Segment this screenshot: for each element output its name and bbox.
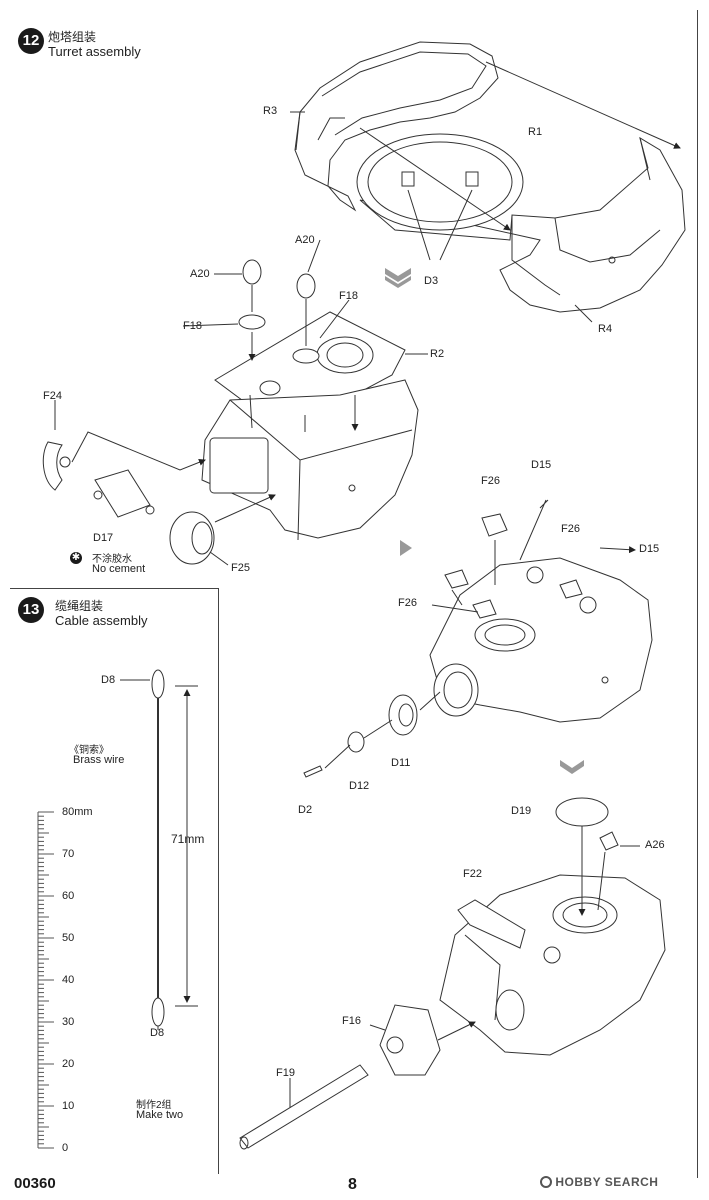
part-d17 [93, 469, 155, 518]
no-cement-en: No cement [92, 563, 146, 575]
part-f16 [379, 1004, 441, 1076]
part-label-d3: D3 [424, 275, 439, 287]
cable-length-label: 71mm [171, 832, 205, 846]
part-f24 [42, 441, 71, 491]
turret-body-step12 [201, 311, 419, 541]
part-f25 [169, 511, 215, 565]
part-label-d19: D19 [511, 805, 532, 817]
part-label-f18-right: F18 [339, 290, 358, 302]
part-label-d11: D11 [391, 757, 411, 769]
step-12-badge: 12 [18, 28, 44, 54]
part-label-r3: R3 [263, 105, 278, 117]
watermark-text: HOBBY SEARCH [555, 1174, 659, 1189]
part-label-a26: A26 [645, 839, 665, 851]
part-label-f26-left: F26 [398, 597, 417, 609]
step-13-number: 13 [22, 601, 40, 618]
part-label-r4: R4 [598, 323, 613, 335]
brass-wire-en: Brass wire [73, 754, 125, 766]
part-label-a20-right: A20 [295, 234, 315, 246]
page-right-rule [697, 10, 698, 1178]
part-label-r1: R1 [528, 126, 543, 138]
ruler-label-20: 20 [62, 1058, 75, 1070]
part-label-d15-top: D15 [531, 459, 552, 471]
part-d19 [555, 797, 609, 827]
step-12-number: 12 [22, 32, 40, 49]
turret-hatch-a20 [238, 259, 320, 364]
brass-wire-cn: 《铜索》 [69, 745, 109, 756]
turret-body-bottom [439, 874, 666, 1056]
watermark-logo: HOBBY SEARCH [540, 1174, 658, 1189]
step-13-title-en: Cable assembly [55, 613, 148, 628]
part-label-f26-top: F26 [481, 475, 500, 487]
part-label-d2: D2 [298, 804, 313, 816]
product-code: 00360 [14, 1175, 56, 1192]
cable-top-part-label: D8 [101, 674, 116, 686]
step-13-badge: 13 [18, 597, 44, 623]
part-label-f19: F19 [276, 1067, 295, 1079]
turret-shell-r3 [294, 41, 499, 212]
make-two-en: Make two [136, 1109, 184, 1121]
make-two-cn: 制作2组 [136, 1100, 172, 1111]
part-label-d15-right: D15 [639, 543, 660, 555]
step-13-box [10, 588, 219, 1174]
part-label-f24: F24 [43, 390, 62, 402]
turret-ring-r1 [356, 133, 524, 231]
part-label-d12: D12 [349, 780, 370, 792]
part-label-f16: F16 [342, 1015, 361, 1027]
part-label-a20-left: A20 [190, 268, 210, 280]
step-12-title-cn: 炮塔组装 [48, 30, 97, 44]
no-cement-cn: 不涂胶水 [92, 554, 132, 565]
direction-arrows [385, 268, 584, 774]
ruler-label-30: 30 [62, 1016, 75, 1028]
part-label-r2: R2 [430, 348, 445, 360]
part-label-f25: F25 [231, 562, 250, 574]
page-number: 8 [348, 1176, 357, 1193]
watermark-icon [540, 1175, 552, 1188]
turret-body-mid [429, 557, 653, 723]
part-d11 [388, 694, 418, 736]
ruler-label-80: 80mm [62, 806, 93, 818]
ruler-label-60: 60 [62, 890, 75, 902]
part-label-f18-left: F18 [183, 320, 202, 332]
ruler-label-70: 70 [62, 848, 75, 860]
ruler-label-50: 50 [62, 932, 75, 944]
ruler-label-40: 40 [62, 974, 75, 986]
no-cement-icon: ✱ [70, 552, 82, 564]
part-d12 [347, 731, 365, 753]
cable-bottom-part-label: D8 [150, 1027, 165, 1039]
part-label-f22: F22 [463, 868, 482, 880]
turret-shell-r4 [359, 136, 686, 313]
part-f19-barrel [239, 1064, 369, 1150]
step-13-title-cn: 缆绳组装 [55, 599, 104, 613]
part-label-f26-right: F26 [561, 523, 580, 535]
step-12-title-en: Turret assembly [48, 44, 141, 59]
part-label-d17: D17 [93, 532, 114, 544]
ruler-label-10: 10 [62, 1100, 75, 1112]
ruler-label-0: 0 [62, 1142, 69, 1154]
